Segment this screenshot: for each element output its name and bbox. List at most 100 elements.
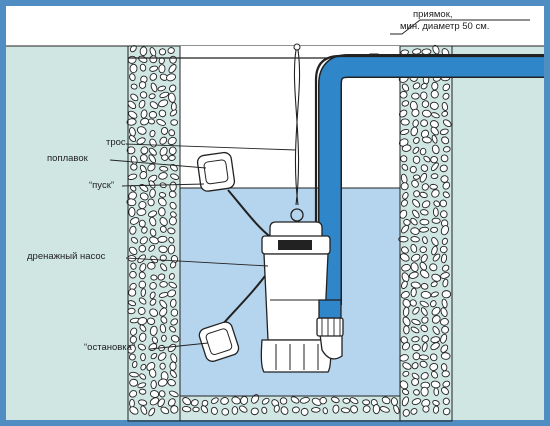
gravel-pebble [411,318,421,326]
gravel-pebble [158,245,168,253]
gravel-pebble [129,217,140,225]
lower-float [198,321,240,362]
gravel-pebble [381,396,391,405]
gravel-pebble [441,387,449,395]
gravel-pebble [412,306,420,315]
gravel-pebble [150,379,157,390]
gravel-pebble [432,253,441,262]
gravel-pebble [400,199,408,207]
leader-start [121,183,205,187]
gravel-pebble [130,236,139,244]
power-cable [314,54,544,232]
gravel-pebble [430,281,438,288]
gravel-pebble [139,192,149,201]
gravel-pebble [136,137,146,145]
gravel-pebble [410,236,420,243]
gravel-pebble [160,127,169,135]
gravel-pebble [149,308,159,317]
gravel-pebble [403,325,410,335]
gravel-pebble [441,290,452,299]
gravel-pebble [439,164,448,173]
gravel-pebble [168,273,175,280]
gravel-pebble [401,144,412,152]
gravel-pebble [126,118,137,126]
gravel-pebble [168,236,175,244]
gravel-pebble [128,135,137,143]
gravel-pebble [409,299,417,307]
gravel-pebble [420,386,429,397]
gravel-pebble [169,298,177,308]
gravel-pebble [140,352,146,362]
gravel-pebble [128,191,137,201]
gravel-pebble [442,119,452,128]
gravel-pebble [130,327,138,336]
gravel-pebble [170,405,179,414]
gravel-pebble [127,344,136,354]
gravel-pebble [410,217,418,226]
gravel-pebble [129,246,138,255]
gravel-pebble [290,396,300,404]
gravel-pebble [149,291,156,299]
gravel-pebble [440,344,449,353]
gravel-pebble [149,65,159,72]
gravel-pebble [250,407,259,416]
gravel-pebble [140,146,149,155]
gravel-pebble [400,128,410,136]
gravel-pebble [412,199,421,208]
gravel-pebble [349,397,359,405]
gravel-pebble [140,405,148,415]
gravel-pebble [149,228,157,237]
gravel-pebble [159,323,167,334]
gravel-pebble [138,244,147,253]
gravel-pebble [130,163,138,171]
gravel-pebble [157,398,165,408]
gravel-pebble [138,399,148,406]
gravel-pebble [149,101,159,109]
gravel-pebble [421,342,428,352]
gravel-pebble [129,270,137,279]
gravel-pebble [410,244,418,253]
gravel-pebble [420,209,429,216]
leader-pump [125,257,269,267]
gravel-pebble [167,136,177,146]
gravel-pebble [439,128,449,136]
label-pump: дренажный насос [27,251,106,262]
gravel-pebble [261,406,268,415]
gravel-pebble [441,237,448,245]
gravel-pebble [148,93,156,100]
gravel-pebble [138,99,146,109]
gravel-pebble [419,147,427,156]
gravel-pebble [430,380,441,389]
gravel-pebble [393,404,400,415]
gravel-pebble [168,190,177,198]
discharge-pipe [319,55,544,305]
gravel-pebble [402,316,411,327]
gravel-pebble [148,147,157,156]
gravel-pebble [137,317,148,326]
gravel-pebble [167,379,176,387]
gravel-pebble [411,362,419,370]
gravel-pebble [149,390,160,398]
gravel-pebble [150,82,158,93]
gravel-pebble [420,269,430,279]
gravel-pebble [190,399,199,407]
gravel-pebble [169,201,177,210]
gravel-pebble [319,396,327,405]
gravel-pebble [412,146,420,154]
gravel-pebble [331,396,340,404]
gravel-pebble [170,119,179,126]
gravel-pebble [138,297,147,305]
gravel-pebble [139,373,147,380]
gravel-pebble [430,226,439,233]
gravel-pebble [362,405,371,413]
gravel-pebble [300,407,309,416]
gravel-pebble [157,378,168,387]
gravel-pebble [431,217,441,224]
gravel-pebble [167,227,176,235]
gravel-pebble [430,300,437,308]
leader-float [109,159,207,169]
gravel-pebble [441,370,450,378]
gravel-pebble [411,343,421,352]
gravel-pebble [401,264,411,272]
label-stop: “остановка” [84,342,136,353]
